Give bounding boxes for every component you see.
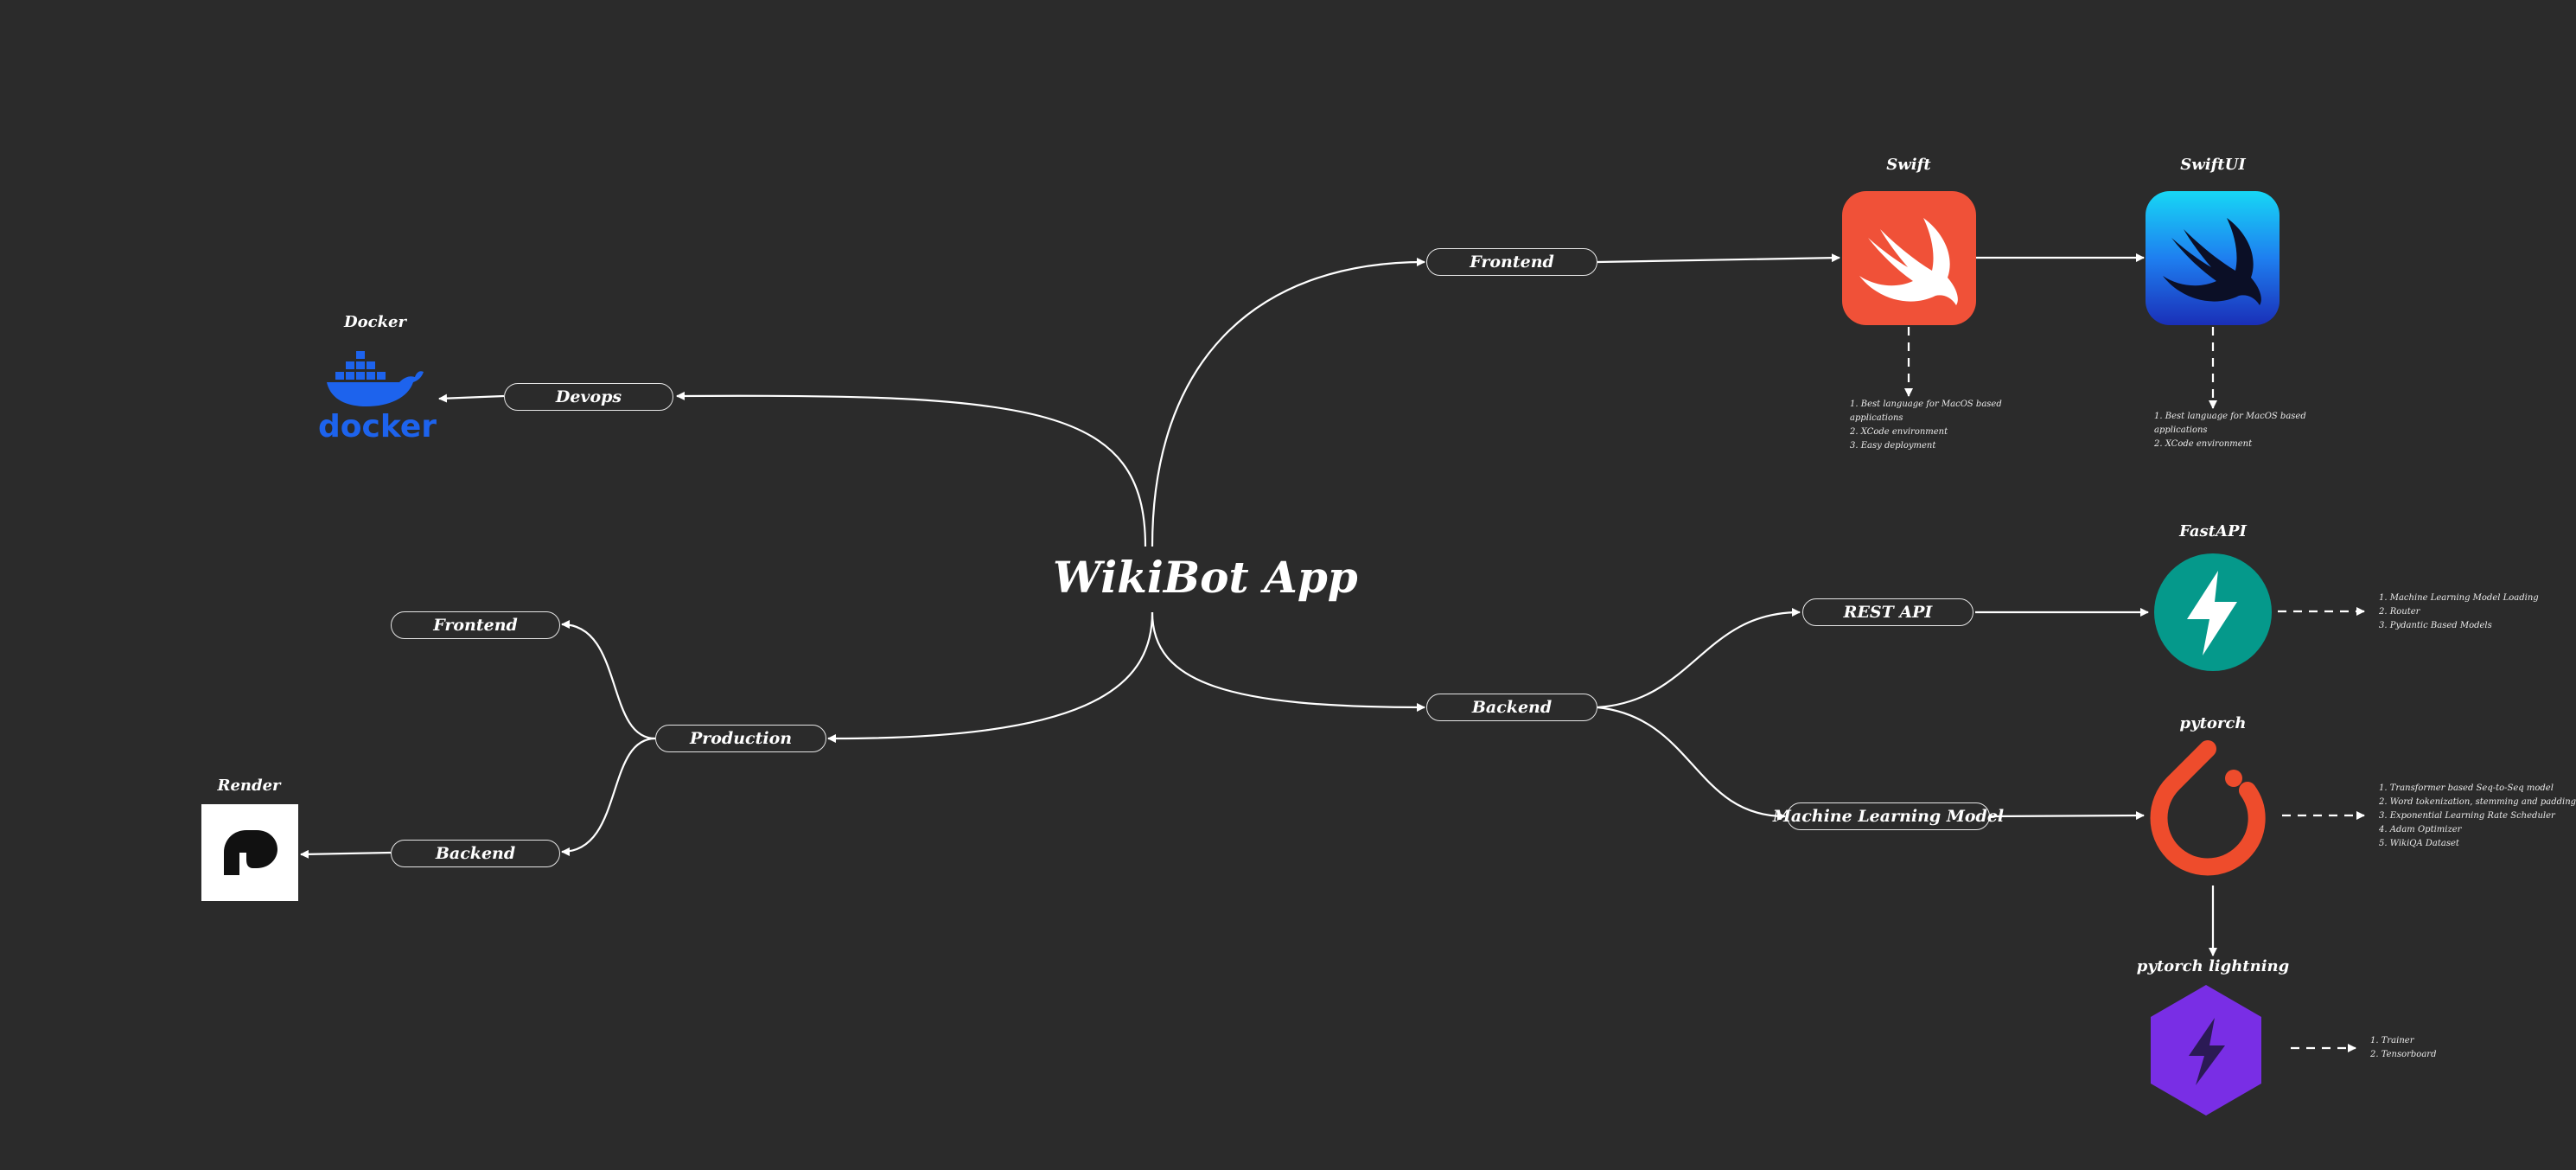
connector-frontend-swift	[1597, 253, 1840, 264]
pytorch-note: 4. Adam Optimizer	[2379, 825, 2462, 834]
branch-ml-model[interactable]: Machine Learning Model	[1773, 802, 2004, 830]
render-logo-icon	[201, 804, 298, 901]
docker-wordmark: docker	[318, 409, 437, 444]
connector-center-frontend	[1151, 258, 1425, 547]
fastapi-note: 2. Router	[2379, 607, 2420, 617]
swiftui-note: 2. XCode environment	[2154, 439, 2253, 449]
connector-production-frontend	[561, 620, 656, 740]
swiftui-note: applications	[2154, 425, 2208, 435]
pytorch-logo-icon	[2150, 740, 2266, 876]
lightning-label: pytorch lightning	[2136, 957, 2290, 975]
swift-note: 3. Easy deployment	[1850, 441, 1936, 451]
branch-production-backend[interactable]: Backend	[391, 840, 560, 867]
connector-ml-pytorch	[1989, 811, 2145, 821]
swiftui-label: SwiftUI	[2180, 156, 2246, 174]
branch-backend[interactable]: Backend	[1426, 694, 1597, 721]
branch-production-frontend[interactable]: Frontend	[391, 611, 560, 639]
swift-notes: 1. Best language for MacOS based applica…	[1850, 398, 2002, 453]
pytorch-note: 2. Word tokenization, stemming and paddi…	[2379, 797, 2576, 807]
branch-rest-api[interactable]: REST API	[1802, 598, 1973, 626]
docker-label: Docker	[344, 313, 406, 331]
swift-logo-icon	[1842, 191, 1976, 325]
connector-center-devops	[676, 391, 1147, 547]
connector-center-backend	[1151, 611, 1425, 712]
lightning-notes: 1. Trainer 2. Tensorboard	[2370, 1034, 2436, 1062]
connector-devops-docker	[438, 393, 505, 403]
fastapi-note: 1. Machine Learning Model Loading	[2379, 593, 2539, 603]
branch-frontend[interactable]: Frontend	[1426, 248, 1597, 276]
lightning-note: 2. Tensorboard	[2370, 1050, 2437, 1059]
swift-label: Swift	[1886, 156, 1931, 174]
swift-note: 2. XCode environment	[1850, 427, 1948, 437]
pytorch-note: 5. WikiQA Dataset	[2379, 839, 2459, 848]
fastapi-label: FastAPI	[2179, 522, 2247, 540]
connector-center-production	[827, 611, 1154, 744]
pytorch-note: 1. Transformer based Seq-to-Seq model	[2379, 783, 2554, 793]
pytorch-label: pytorch	[2179, 714, 2247, 732]
fastapi-note: 3. Pydantic Based Models	[2379, 621, 2492, 630]
central-title: WikiBot App	[1053, 552, 1358, 603]
connector-backend-render	[300, 849, 392, 859]
pytorch-note: 3. Exponential Learning Rate Scheduler	[2379, 811, 2555, 821]
connector-backend-restapi	[1597, 608, 1801, 709]
lightning-logo-icon	[2151, 985, 2261, 1116]
lightning-note: 1. Trainer	[2370, 1036, 2414, 1045]
swift-note: applications	[1850, 413, 1903, 423]
swift-note: 1. Best language for MacOS based	[1850, 400, 2002, 409]
fastapi-notes: 1. Machine Learning Model Loading 2. Rou…	[2379, 591, 2539, 633]
swiftui-logo-icon	[2146, 191, 2280, 325]
render-label: Render	[217, 777, 281, 795]
branch-production[interactable]: Production	[655, 725, 826, 752]
docker-logo-icon	[327, 351, 424, 406]
swiftui-notes: 1. Best language for MacOS based applica…	[2154, 410, 2306, 451]
fastapi-logo-icon	[2154, 553, 2272, 671]
pytorch-notes: 1. Transformer based Seq-to-Seq model 2.…	[2379, 782, 2576, 851]
connector-backend-ml	[1597, 706, 1786, 821]
swiftui-note: 1. Best language for MacOS based	[2154, 412, 2306, 421]
branch-devops[interactable]: Devops	[504, 383, 673, 411]
connector-production-backend	[561, 737, 656, 856]
